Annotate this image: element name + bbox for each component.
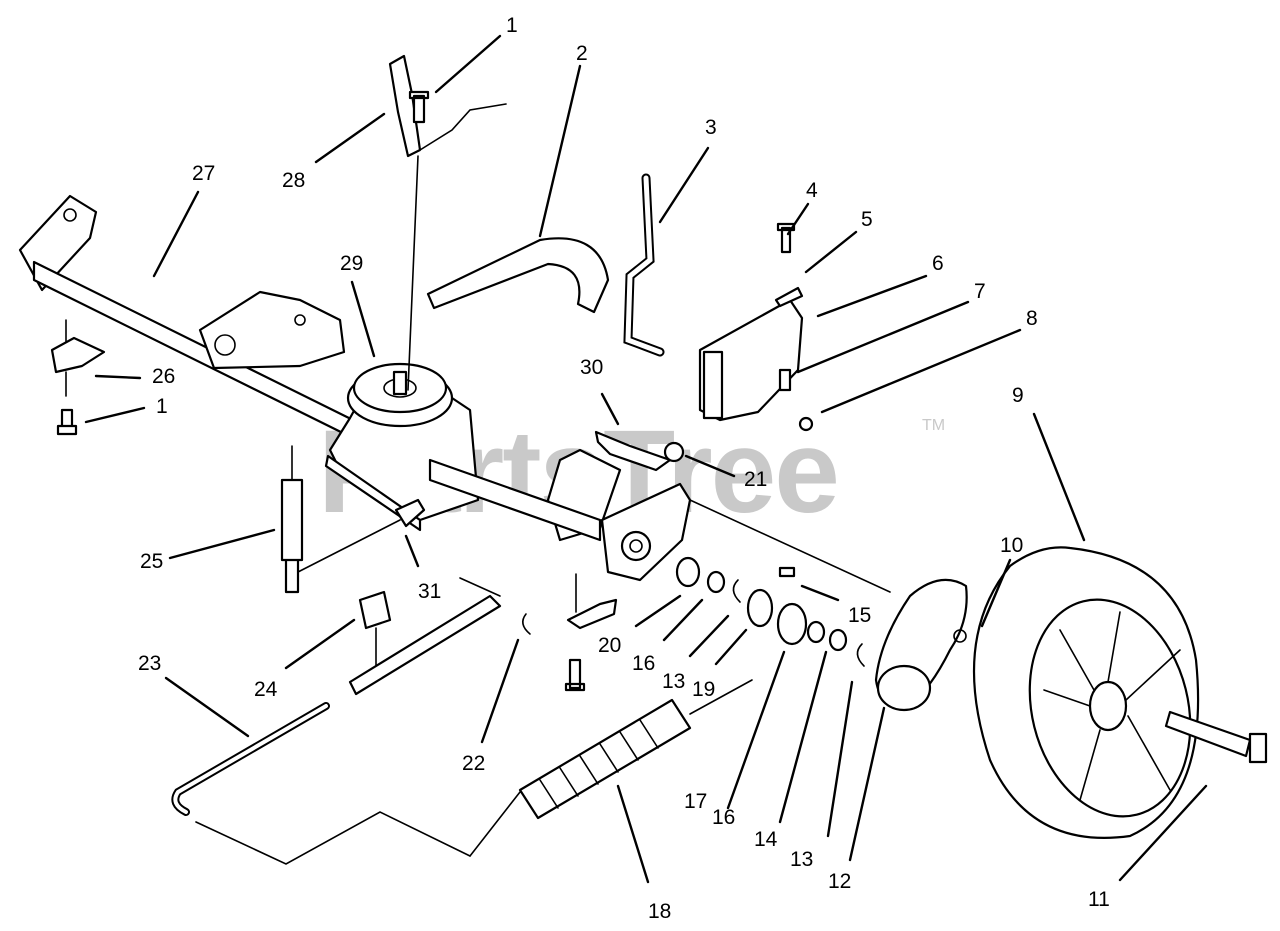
bearing-plate-part: [600, 482, 692, 582]
nut-8-part: [798, 416, 814, 432]
rod-part: [348, 594, 502, 696]
callout-1-left: 1: [156, 395, 168, 418]
bolt-7-part: [778, 368, 792, 392]
callout-16-left: 16: [632, 652, 655, 675]
leader-lines: [84, 34, 1208, 884]
wheel-part: [972, 546, 1200, 839]
washer-16-part: [706, 570, 726, 594]
callout-24: 24: [254, 678, 278, 701]
callout-3: 3: [705, 116, 717, 139]
callout-5: 5: [861, 208, 873, 231]
callout-labels: 1 2 3 4 5 6 7 8 9 10 11 12 13 13 14 15 1…: [138, 14, 1110, 923]
callout-26: 26: [152, 365, 175, 388]
washer-20-part: [675, 556, 701, 588]
callout-4: 4: [806, 179, 818, 202]
spring-18-part: [469, 679, 753, 857]
key-15-part: [778, 566, 796, 578]
callout-11: 11: [1088, 888, 1110, 911]
callout-31: 31: [418, 580, 441, 603]
gear-19-part: [746, 588, 774, 628]
callout-13-right: 13: [790, 848, 813, 871]
callout-28: 28: [282, 169, 305, 192]
shift-bracket-part: [388, 54, 507, 391]
bushing-14-part: [828, 628, 848, 652]
callout-2: 2: [576, 42, 588, 65]
small-bracket-part: [50, 336, 106, 374]
bolt-1-lower: [56, 408, 78, 436]
axle-bolt-11-part: [1164, 710, 1268, 764]
watermark-trademark: TM: [922, 417, 945, 434]
rod-23-part: [171, 702, 330, 816]
callout-20: 20: [598, 634, 621, 657]
callout-1-top: 1: [506, 14, 518, 37]
pinion-17-part: [776, 602, 808, 646]
callout-10: 10: [1000, 534, 1023, 557]
callout-21: 21: [744, 468, 767, 491]
parts-artwork: [18, 54, 1268, 865]
callout-23: 23: [138, 652, 161, 675]
callout-14: 14: [754, 828, 778, 851]
spring-25-part: [280, 478, 304, 594]
ring-13b-part: [856, 643, 865, 667]
callout-16-right: 16: [712, 806, 735, 829]
callout-8: 8: [1026, 307, 1038, 330]
callout-7: 7: [974, 280, 986, 303]
callout-17: 17: [684, 790, 707, 813]
ring-22-part: [522, 613, 531, 635]
callout-15: 15: [848, 604, 871, 627]
callout-19: 19: [692, 678, 715, 701]
callout-13-left: 13: [662, 670, 685, 693]
clip-24-part: [358, 590, 392, 630]
callout-25: 25: [140, 550, 163, 573]
callout-30: 30: [580, 356, 603, 379]
belt-part: [426, 237, 610, 314]
callout-6: 6: [932, 252, 944, 275]
washer-16b-part: [806, 620, 826, 644]
callout-27: 27: [192, 162, 215, 185]
callout-29: 29: [340, 252, 363, 275]
callout-18: 18: [648, 900, 671, 923]
callout-12: 12: [828, 870, 851, 893]
ring-13-part: [732, 579, 741, 603]
callout-9: 9: [1012, 384, 1024, 407]
nut-21-part: [663, 441, 685, 463]
callout-22: 22: [462, 752, 485, 775]
